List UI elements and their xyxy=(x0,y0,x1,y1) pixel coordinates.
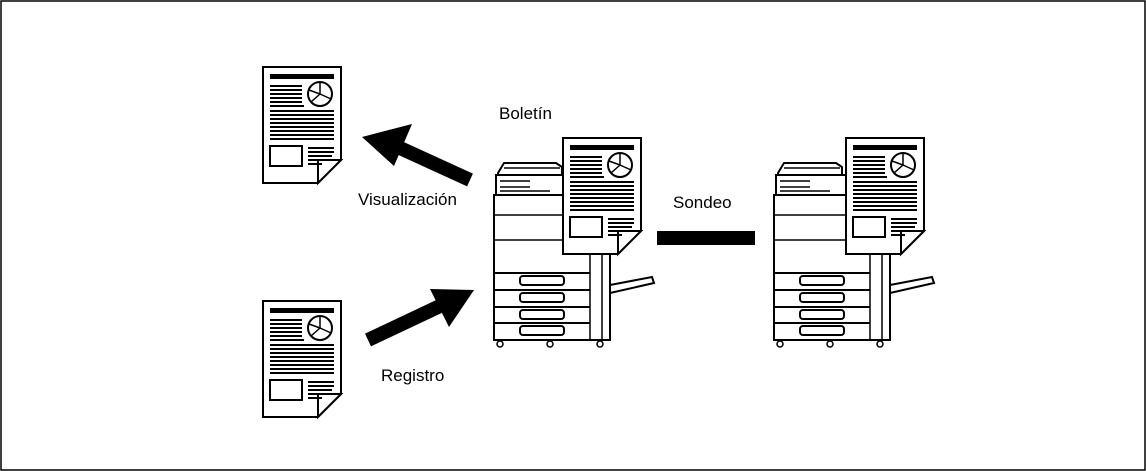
polling-label: Sondeo xyxy=(673,193,732,212)
bulletin-document-icon xyxy=(562,137,642,255)
viewed-document-icon xyxy=(262,66,342,184)
polling-connection-bar xyxy=(657,231,755,245)
registered-document-icon xyxy=(262,300,342,418)
view-label: Visualización xyxy=(358,190,457,209)
register-arrow-icon xyxy=(365,289,474,347)
remote-bulletin-document-icon xyxy=(845,137,925,255)
bulletin-label: Boletín xyxy=(499,104,552,123)
view-arrow-icon xyxy=(362,124,473,187)
register-label: Registro xyxy=(381,366,445,385)
